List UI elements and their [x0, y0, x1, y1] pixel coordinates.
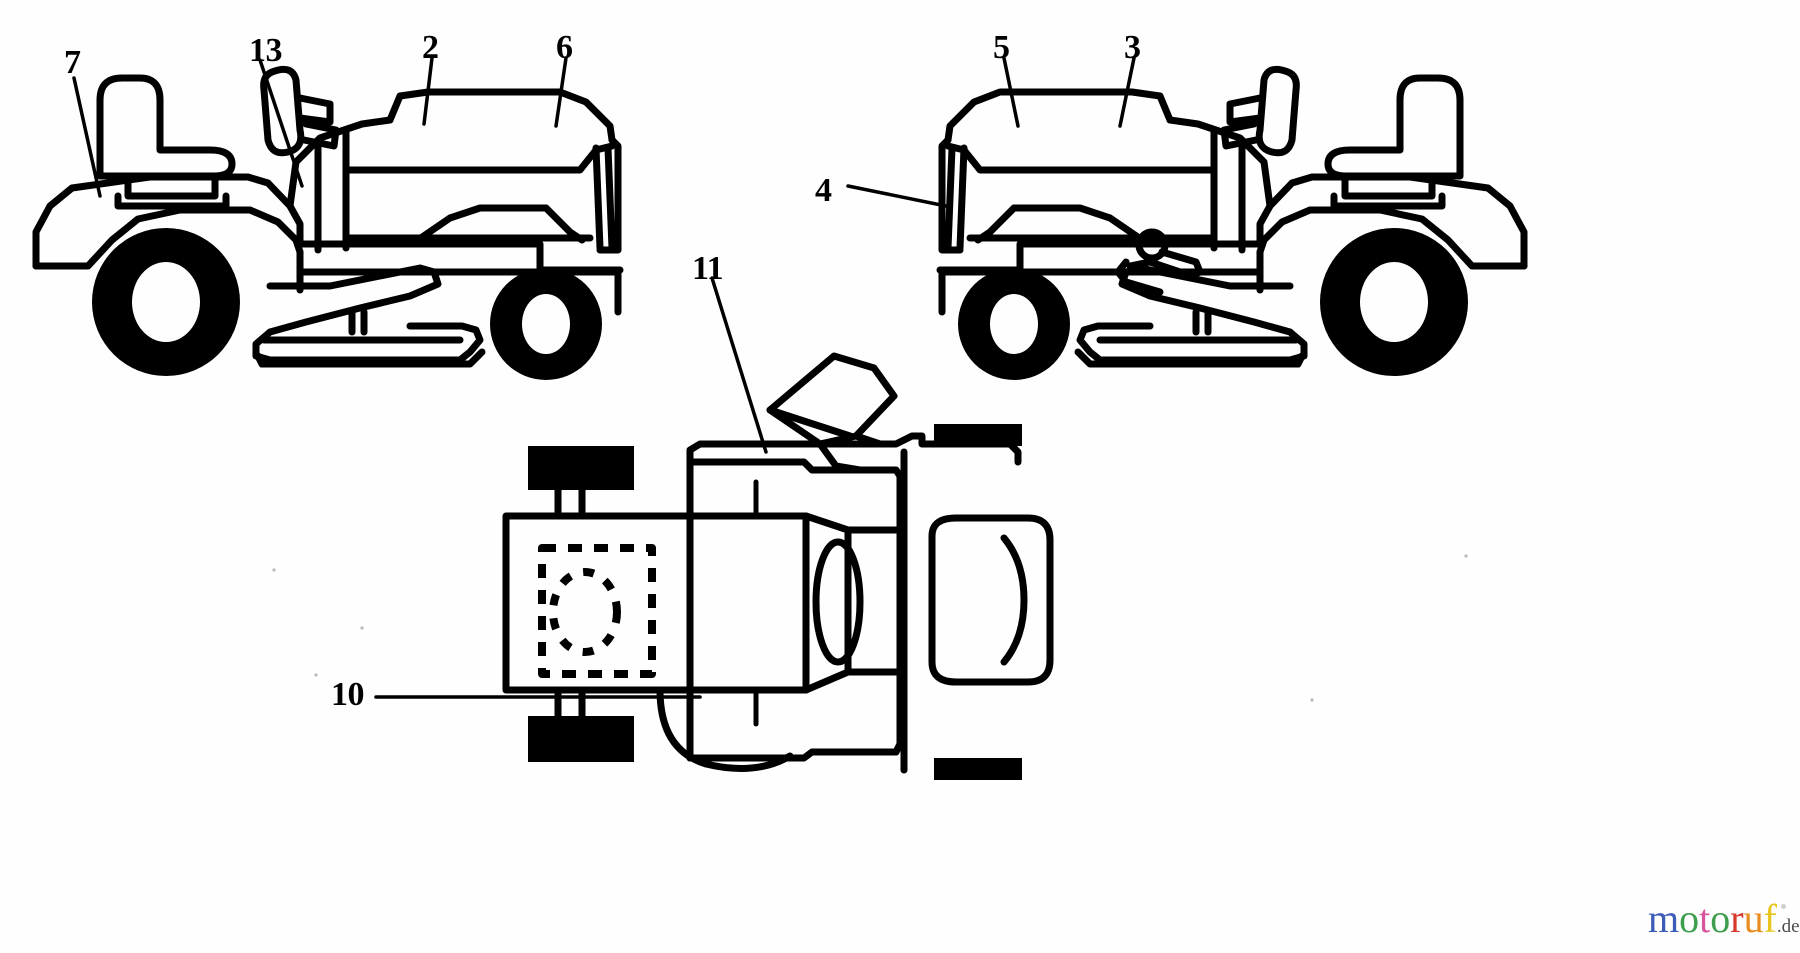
- callout-number-13: 13: [249, 32, 283, 69]
- left-view-leaders: [72, 56, 568, 198]
- watermark-letter-r: r: [1730, 896, 1744, 941]
- engine-view-leaders: [374, 276, 768, 699]
- right-view-leaders: [846, 56, 1136, 208]
- scan-speckles: [272, 554, 1468, 702]
- leader-7: [72, 76, 102, 198]
- callout-number-2: 2: [422, 29, 439, 66]
- callout-number-11: 11: [692, 250, 724, 287]
- watermark-letter-u: u: [1743, 896, 1764, 941]
- leader-4: [846, 184, 948, 208]
- leader-6: [554, 56, 568, 128]
- tractor-right-side-view: [936, 65, 1528, 380]
- rear-wheel-right-view: [1320, 228, 1468, 376]
- leader-11: [710, 276, 768, 454]
- motoruf-watermark: motoruf.de: [1648, 899, 1800, 939]
- callout-number-3: 3: [1124, 29, 1141, 66]
- leader-2: [422, 56, 434, 126]
- watermark-letter-m: m: [1648, 896, 1680, 941]
- front-wheel-left-view: [490, 268, 602, 380]
- tractor-left-side-view: [32, 65, 624, 380]
- callout-number-10: 10: [331, 676, 365, 713]
- front-wheel-right-view: [958, 268, 1070, 380]
- watermark-letter-o2: o: [1710, 896, 1731, 941]
- watermark-tld: .de: [1776, 916, 1800, 937]
- watermark-dot-accent: [1781, 904, 1786, 909]
- callout-number-4: 4: [815, 172, 832, 209]
- watermark-letter-t: t: [1699, 896, 1711, 941]
- callout-number-5: 5: [993, 29, 1010, 66]
- leader-5: [1002, 56, 1020, 128]
- leader-3: [1118, 56, 1136, 128]
- engine-decal-dashed: [538, 544, 656, 678]
- leader-13: [258, 58, 304, 188]
- engine-decal-inner-circle: [549, 568, 621, 656]
- callout-number-6: 6: [556, 29, 573, 66]
- watermark-letter-o1: o: [1679, 896, 1700, 941]
- callout-number-7: 7: [64, 44, 81, 81]
- shift-lever-detail: [1114, 228, 1204, 296]
- engine-top-view: [502, 352, 1054, 780]
- watermark-letter-f: f: [1763, 896, 1777, 941]
- rear-wheel-left-view: [92, 228, 240, 376]
